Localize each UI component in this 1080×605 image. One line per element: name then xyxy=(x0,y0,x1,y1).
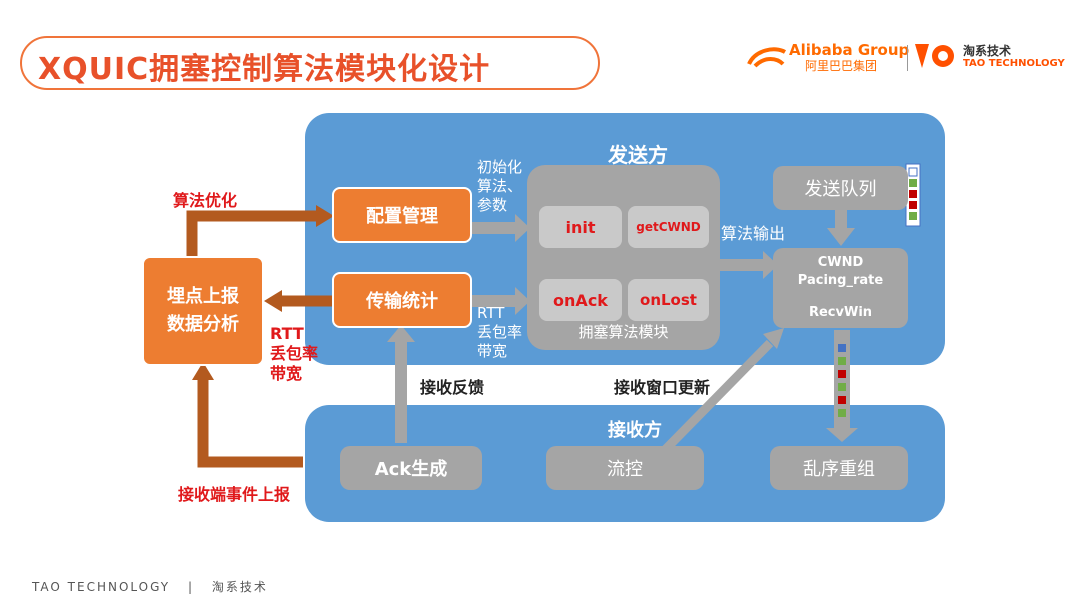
send-queue-box: 发送队列 xyxy=(773,166,908,210)
alibaba-logo: Alibaba Group 阿里巴巴集团 xyxy=(745,41,909,73)
footer-separator: | xyxy=(187,580,195,594)
tao-mark-icon xyxy=(915,44,954,68)
recv-event-report-label: 接收端事件上报 xyxy=(178,485,291,504)
cwnd-box: CWND Pacing_rate RecvWin xyxy=(773,248,908,328)
analysis-box: 埋点上报 数据分析 xyxy=(142,256,264,366)
sender-title: 发送方 xyxy=(608,143,668,167)
footer-cn: 淘系技术 xyxy=(211,580,268,594)
recv-feedback-label: 接收反馈 xyxy=(420,378,485,397)
recvwin-label: RecvWin xyxy=(808,305,873,320)
cc-module-box: 拥塞算法模块 xyxy=(527,165,720,350)
title-frame xyxy=(20,36,600,90)
fn-getcwnd-box: getCWND xyxy=(628,206,709,248)
tao-logo: 淘系技术 TAO TECHNOLOGY xyxy=(913,42,1065,72)
analysis-label: 埋点上报 数据分析 xyxy=(167,286,239,335)
reorder-box: 乱序重组 xyxy=(770,446,908,490)
config-mgmt-box: 配置管理 xyxy=(332,187,472,243)
alibaba-mark-icon xyxy=(747,47,787,68)
recv-window-update-label: 接收窗口更新 xyxy=(614,378,711,397)
tao-logo-en: TAO TECHNOLOGY xyxy=(963,58,1065,69)
rtt-stats-label: RTT 丢包率 带宽 xyxy=(477,304,523,360)
alibaba-logo-text: Alibaba Group xyxy=(789,41,910,59)
algo-optimize-arrow xyxy=(186,210,320,258)
cc-module-label: 拥塞算法模块 xyxy=(578,323,669,341)
fn-init-box: init xyxy=(539,206,622,248)
fn-onack-box: onAck xyxy=(539,279,622,321)
fn-onlost-box: onLost xyxy=(628,279,709,321)
ack-gen-box: Ack生成 xyxy=(340,446,482,490)
logo-divider xyxy=(907,45,908,71)
recv-event-arrow xyxy=(197,378,303,468)
pacing-rate-label: Pacing_rate xyxy=(797,273,884,288)
receiver-title: 接收方 xyxy=(608,420,662,441)
init-params-label: 初始化 算法、 参数 xyxy=(477,158,523,214)
alibaba-logo-cn: 阿里巴巴集团 xyxy=(805,59,878,73)
flow-ctrl-box: 流控 xyxy=(546,446,704,490)
tao-logo-cn: 淘系技术 xyxy=(963,44,1012,58)
page-title: XQUIC拥塞控制算法模块化设计 xyxy=(38,52,491,87)
footer: TAO TECHNOLOGY | 淘系技术 xyxy=(32,578,268,595)
algo-optimize-label: 算法优化 xyxy=(173,191,238,210)
cwnd-label: CWND xyxy=(817,255,864,270)
algo-output-label: 算法输出 xyxy=(721,224,786,243)
transfer-stats-box: 传输统计 xyxy=(332,272,472,328)
rtt-red-label: RTT 丢包率 带宽 xyxy=(270,324,319,383)
footer-brand: TAO TECHNOLOGY xyxy=(32,580,171,594)
stats-arrowhead xyxy=(264,290,282,312)
